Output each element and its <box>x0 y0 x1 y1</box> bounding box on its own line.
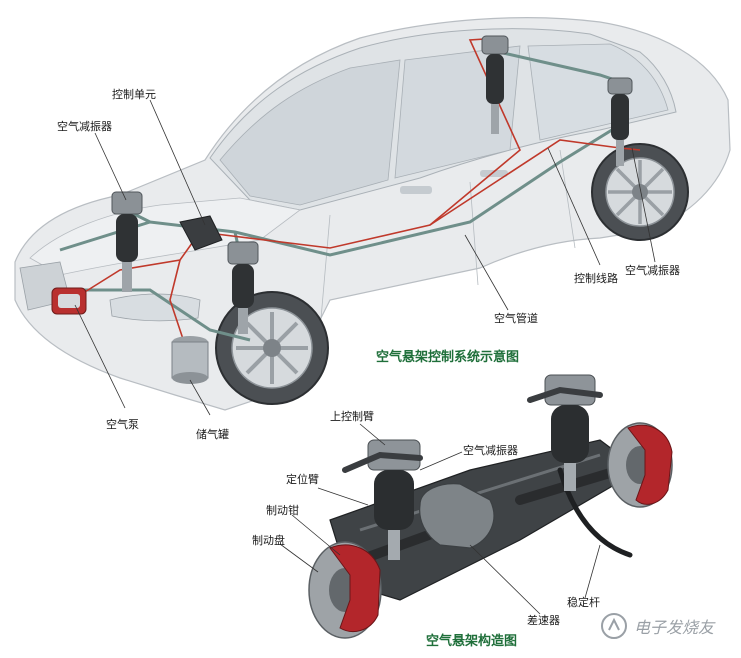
watermark-logo-icon <box>601 613 627 639</box>
label-upper-arm: 上控制臂 <box>330 410 374 423</box>
label-control-wiring: 控制线路 <box>574 272 618 285</box>
label-rear-air-strut: 空气减振器 <box>625 264 680 277</box>
label-front-air-strut: 空气减振器 <box>57 120 112 133</box>
label-brake-caliper: 制动钳 <box>266 504 299 517</box>
control-wiring-lines <box>79 37 641 361</box>
rear-air-strut-shapes <box>481 35 633 166</box>
watermark: 电子发烧友 <box>600 612 714 640</box>
front-air-strut-shape <box>111 191 143 292</box>
caption-bottom: 空气悬架构造图 <box>426 634 518 649</box>
air-pump-shape <box>51 287 87 315</box>
label-brake-disc: 制动盘 <box>252 534 285 547</box>
label-assembly-air-strut: 空气减振器 <box>463 444 518 457</box>
leader-lines <box>74 99 656 615</box>
label-differential: 差速器 <box>527 614 560 627</box>
label-air-tank: 储气罐 <box>196 428 229 441</box>
caption-top: 空气悬架控制系统示意图 <box>376 350 520 365</box>
label-stabilizer-bar: 稳定杆 <box>567 596 600 609</box>
axle-assembly <box>308 374 673 639</box>
car-body <box>14 17 731 411</box>
label-air-pipe: 空气管道 <box>494 312 538 325</box>
watermark-text: 电子发烧友 <box>634 618 715 637</box>
label-control-unit: 控制单元 <box>112 88 156 101</box>
label-locating-arm: 定位臂 <box>286 473 319 486</box>
front-right-air-strut-shape <box>227 241 259 334</box>
air-tank-shape <box>171 336 209 384</box>
control-unit-box <box>179 215 223 251</box>
label-air-pump: 空气泵 <box>106 418 139 431</box>
